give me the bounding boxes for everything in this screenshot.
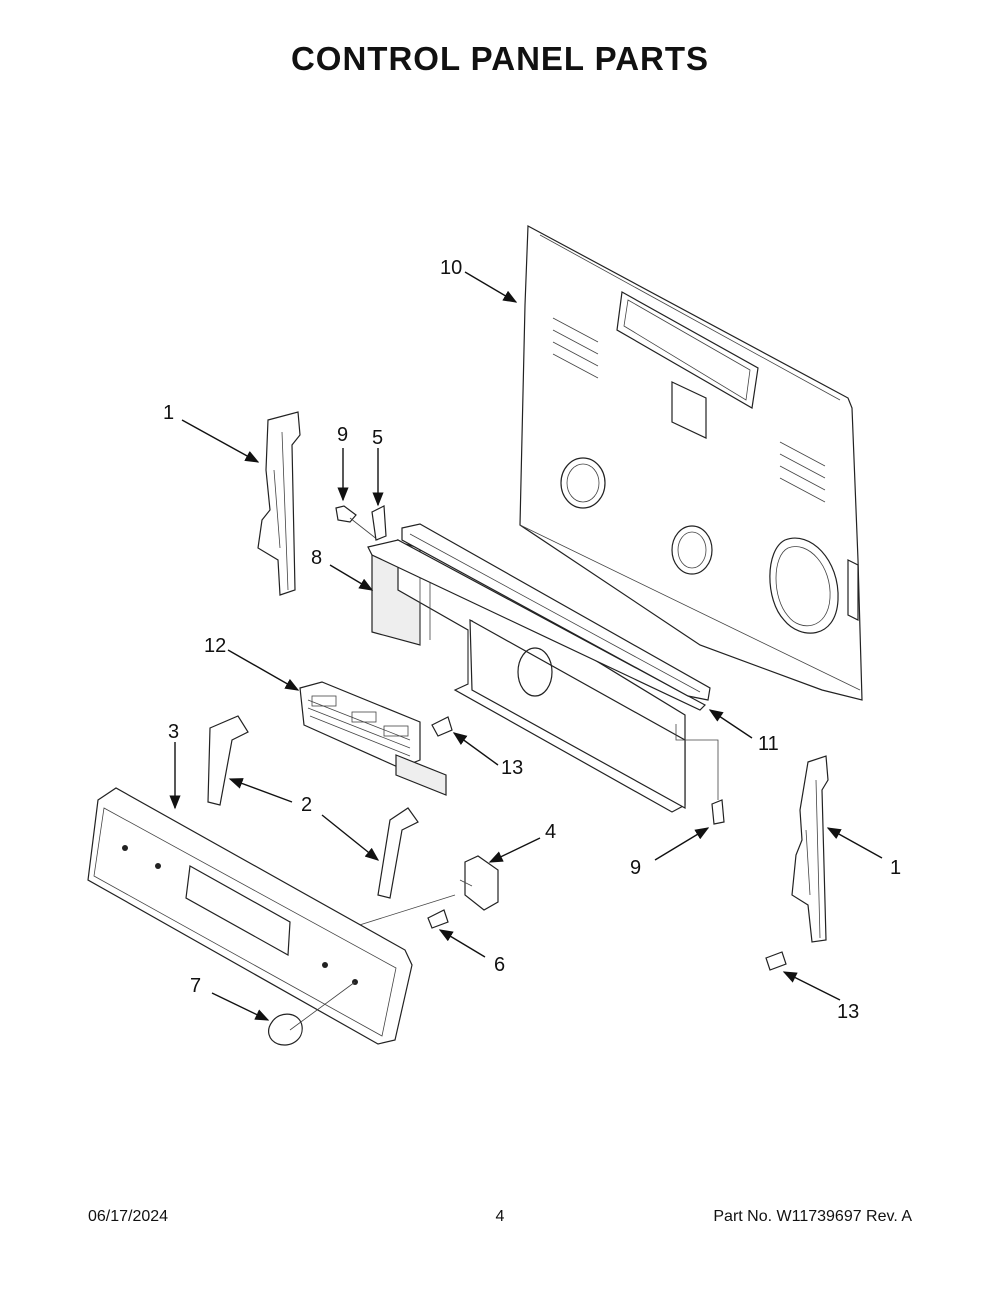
- side-bracket-part-1-left: [257, 411, 301, 596]
- support-clip-part-2: [207, 715, 419, 899]
- footer-part-number: Part No. W11739697 Rev. A: [713, 1208, 912, 1225]
- callout-11: 11: [758, 733, 779, 755]
- callout-9-bottom: 9: [630, 857, 642, 879]
- screw-part-6: [427, 909, 449, 929]
- callout-3: 3: [168, 721, 180, 743]
- control-board-part-12: [299, 681, 447, 796]
- screw-part-9-bottom: [675, 724, 725, 825]
- callout-13-bottom: 13: [837, 1001, 860, 1023]
- callout-5: 5: [372, 427, 384, 449]
- callout-13-mid: 13: [501, 757, 524, 779]
- footer-date: 06/17/2024: [88, 1208, 169, 1225]
- callout-10: 10: [440, 257, 463, 279]
- callout-1-left: 1: [163, 402, 175, 424]
- rail-part-11: [401, 523, 711, 701]
- footer-page-number: 4: [495, 1208, 505, 1225]
- control-console-part-3: [87, 787, 413, 1045]
- panel-bracket-part-8: [367, 538, 706, 813]
- callout-4: 4: [545, 821, 557, 843]
- callout-2: 2: [301, 794, 313, 816]
- screw-part-13-bottom: [765, 951, 787, 971]
- back-panel-part-10: [519, 225, 863, 701]
- arrow-pointer-icon: [169, 271, 883, 1021]
- terminal-block-part-4: [349, 855, 499, 929]
- side-bracket-part-1-right: [791, 755, 829, 943]
- screw-part-13-mid: [431, 716, 453, 737]
- callout-9-top: 9: [337, 424, 349, 446]
- callout-12: 12: [204, 635, 227, 657]
- callout-8: 8: [311, 547, 323, 569]
- callout-7: 7: [190, 975, 202, 997]
- callout-6: 6: [494, 954, 506, 976]
- screw-part-9-top: [335, 505, 379, 541]
- knob-part-7: [268, 981, 356, 1046]
- bracket-clip-part-5: [371, 505, 387, 541]
- page-title: CONTROL PANEL PARTS: [290, 40, 710, 77]
- callout-1-right: 1: [890, 857, 902, 879]
